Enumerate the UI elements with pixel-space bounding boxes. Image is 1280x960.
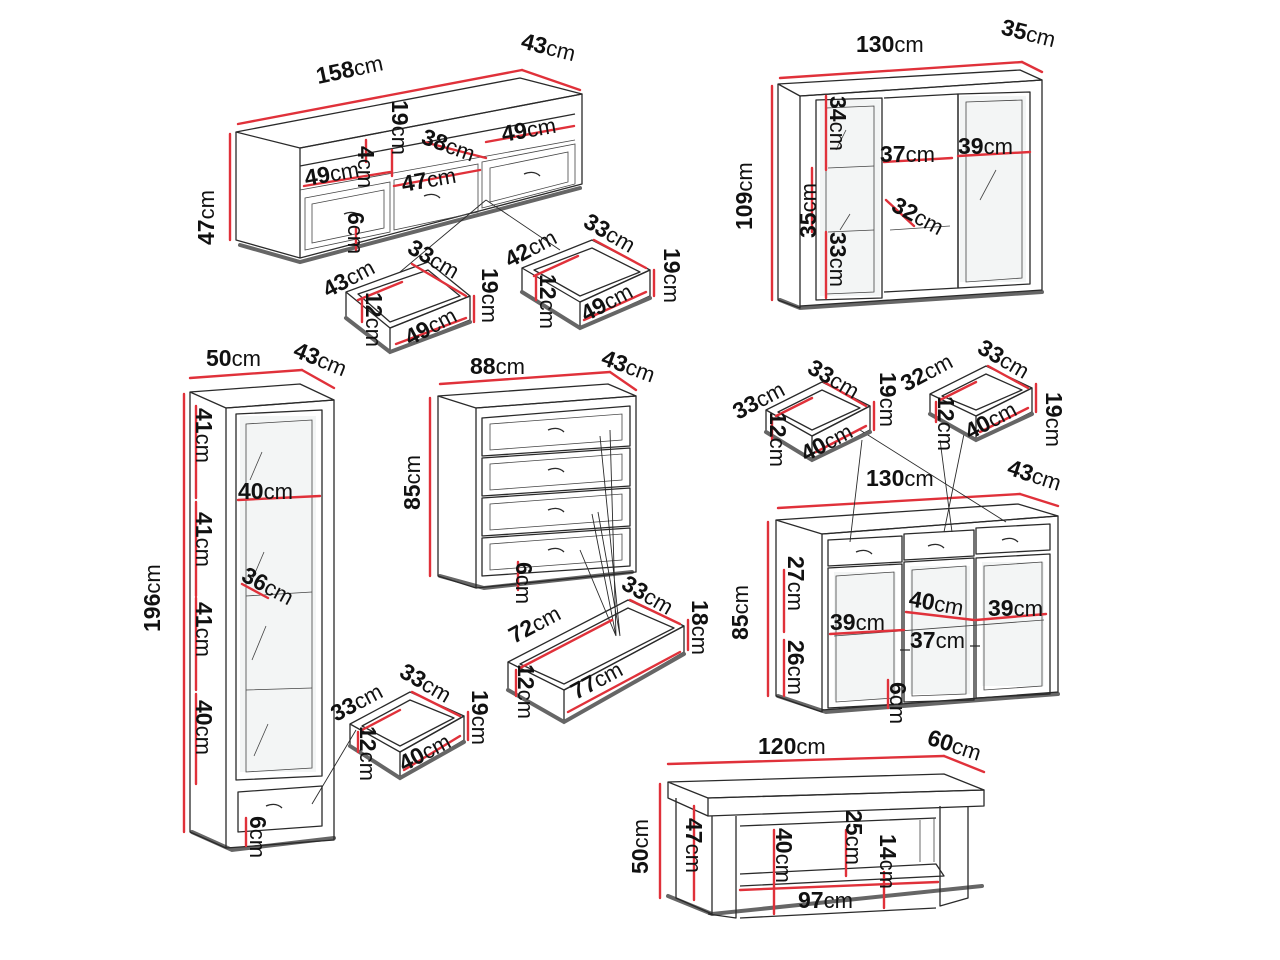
dimension-label: 38cm xyxy=(418,123,479,166)
dimension-label: 40cm xyxy=(238,478,293,504)
dimension-label: 47cm xyxy=(193,190,219,245)
chest-drawer-drawing xyxy=(506,598,690,725)
dimension-label: 39cm xyxy=(988,595,1043,621)
dimension-label: 196cm xyxy=(139,564,165,632)
dimension-label: 32cm xyxy=(888,191,949,240)
dimension-label: 27cm xyxy=(783,556,809,611)
dimension-label: 85cm xyxy=(399,455,425,510)
dimension-label: 12cm xyxy=(355,726,381,781)
tall-cabinet-drawer-drawing xyxy=(348,690,470,781)
dimension-label: 35cm xyxy=(999,14,1059,53)
dimension-label: 37cm xyxy=(880,141,935,167)
sideboard-drawing xyxy=(766,429,1060,715)
dimension-label: 41cm xyxy=(191,602,217,657)
tall-cabinet-drawing xyxy=(182,368,357,853)
dimension-label: 33cm xyxy=(326,678,387,727)
dimension-label: 25cm xyxy=(841,810,867,865)
dimension-label: 43cm xyxy=(290,337,351,382)
dimension-label: 19cm xyxy=(875,372,901,427)
dimension-label: 40cm xyxy=(960,396,1021,445)
dimension-label: 35cm xyxy=(795,183,821,238)
dimension-label: 43cm xyxy=(1004,454,1064,496)
tv-stand-drawer-left-drawing xyxy=(344,261,476,355)
sideboard-drawer-right-drawing xyxy=(928,364,1038,443)
dimension-label: 6cm xyxy=(343,212,369,254)
dimension-label: 40cm xyxy=(796,418,857,467)
dimension-label: 6cm xyxy=(245,816,271,858)
dimension-label: 12cm xyxy=(361,292,387,347)
dimension-label: 12cm xyxy=(765,412,791,467)
dimension-label: 12cm xyxy=(933,396,959,451)
tv-stand-drawing xyxy=(228,68,583,273)
dimension-label: 85cm xyxy=(727,585,753,640)
dimension-label: 88cm xyxy=(470,353,525,379)
dimension-label: 49cm xyxy=(400,302,461,351)
tv-stand-drawer-right-drawing xyxy=(520,238,656,331)
dimension-label: 50cm xyxy=(206,345,261,371)
dimension-label: 43cm xyxy=(519,28,579,67)
dimension-label: 120cm xyxy=(758,733,826,759)
dimension-label: 6cm xyxy=(511,562,537,604)
dimension-label: 72cm xyxy=(504,600,565,649)
dimension-label: 19cm xyxy=(659,248,685,303)
dimension-label: 49cm xyxy=(499,112,558,147)
dimension-label: 33cm xyxy=(580,208,641,258)
dimension-label: 47cm xyxy=(399,162,458,197)
dimension-label: 18cm xyxy=(687,600,713,655)
glass-cabinet-drawing xyxy=(770,60,1044,311)
dimension-label: 130cm xyxy=(856,31,924,57)
dimension-label: 34cm xyxy=(825,96,851,151)
dimension-label: 19cm xyxy=(467,690,493,745)
dimension-label: 33cm xyxy=(396,658,457,708)
dimension-label: 14cm xyxy=(875,834,901,889)
dimension-label: 39cm xyxy=(958,133,1013,159)
dimension-label: 40cm xyxy=(394,728,455,777)
dimension-label: 12cm xyxy=(513,664,539,719)
coffee-table-drawing xyxy=(658,754,986,919)
dimension-label: 6cm xyxy=(885,682,911,724)
dimension-label: 39cm xyxy=(830,609,885,635)
dimension-label: 41cm xyxy=(191,408,217,463)
dimension-label: 19cm xyxy=(1041,392,1067,447)
dimension-label: 19cm xyxy=(477,268,503,323)
dimension-label: 4cm xyxy=(353,146,379,188)
dimension-label: 50cm xyxy=(627,819,653,874)
dimension-label: 40cm xyxy=(771,828,797,883)
chest-of-drawers-drawing xyxy=(428,370,638,637)
dimension-label: 130cm xyxy=(866,465,934,491)
dimension-label: 41cm xyxy=(191,512,217,567)
dimension-label: 40cm xyxy=(907,585,966,620)
dimension-label: 158cm xyxy=(314,49,386,89)
sideboard-drawer-left-drawing xyxy=(764,380,876,463)
dimension-label: 32cm xyxy=(896,348,957,397)
dimension-label: 47cm xyxy=(681,818,707,873)
dimension-label: 19cm xyxy=(387,100,413,155)
dimension-label: 97cm xyxy=(798,887,853,913)
dimension-label: 109cm xyxy=(731,162,757,230)
dimension-label: 40cm xyxy=(191,700,217,755)
dimension-label: 37cm xyxy=(910,627,965,653)
dimension-label: 33cm xyxy=(825,232,851,287)
dimension-label: 43cm xyxy=(598,344,659,387)
dimension-label: 49cm xyxy=(302,156,361,191)
dimension-label: 26cm xyxy=(783,640,809,695)
dimension-label: 12cm xyxy=(535,274,561,329)
dimension-label: 33cm xyxy=(618,570,679,620)
